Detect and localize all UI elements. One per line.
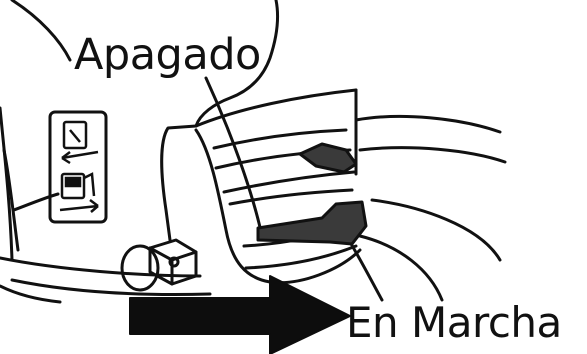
engine-body-outline xyxy=(0,0,358,304)
lever-off-position xyxy=(298,142,358,174)
label-plate xyxy=(48,110,108,224)
lever-on-position xyxy=(256,200,368,246)
fuel-valve-on-icon xyxy=(59,199,99,213)
leader-line-off xyxy=(204,76,264,238)
hex-bolt xyxy=(120,238,198,292)
fuel-tank-icon xyxy=(60,172,96,200)
label-off: Apagado xyxy=(74,30,261,80)
direction-arrow-icon xyxy=(129,275,351,354)
fuel-valve-off-icon xyxy=(61,120,99,165)
label-on: En Marcha xyxy=(346,298,562,347)
